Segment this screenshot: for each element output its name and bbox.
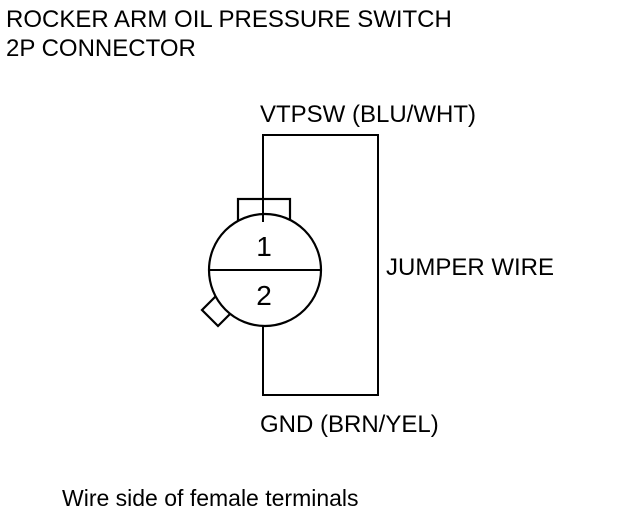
connector-2p: 1 2 — [200, 197, 323, 328]
title-line-1: ROCKER ARM OIL PRESSURE SWITCH — [6, 6, 452, 33]
pin-2-label: 2 — [256, 280, 272, 311]
caption: Wire side of female terminals — [62, 485, 359, 511]
top-wire-label: VTPSW (BLU/WHT) — [260, 101, 476, 128]
title-line-2: 2P CONNECTOR — [6, 35, 196, 62]
jumper-wire — [262, 134, 379, 396]
bottom-wire-label: GND (BRN/YEL) — [260, 411, 439, 438]
jumper-wire-label: JUMPER WIRE — [386, 254, 554, 281]
pin-1-label: 1 — [256, 231, 272, 262]
